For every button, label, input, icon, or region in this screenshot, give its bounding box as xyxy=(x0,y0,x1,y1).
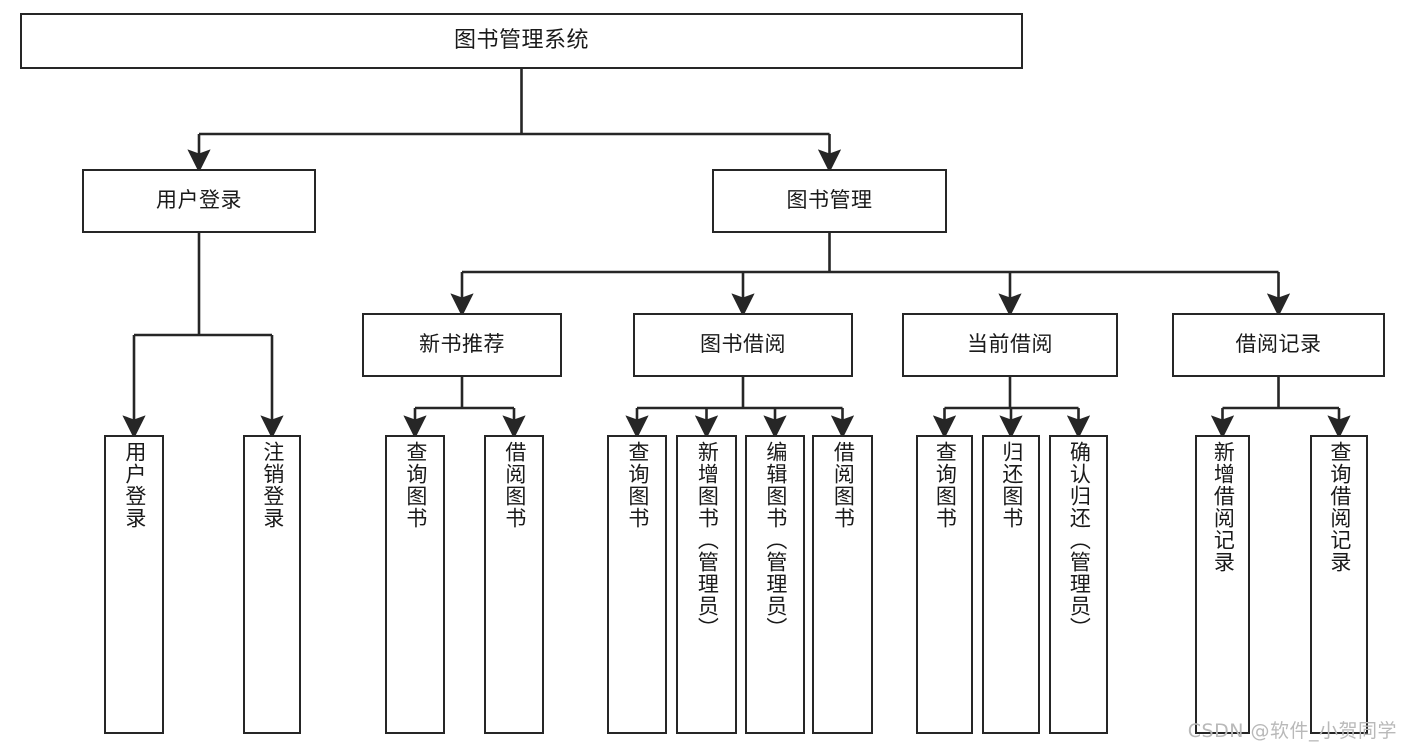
leaf-node-4-label: 查询图书 xyxy=(625,441,650,529)
csdn-watermark: CSDN @软件_小贺同学 xyxy=(1187,720,1397,742)
leaf-node-7-label: 借阅图书 xyxy=(831,441,856,529)
leaf-node-5-label: 新增图书（管理员） xyxy=(695,441,720,639)
leaf-node-5[interactable]: 新增图书（管理员） xyxy=(676,435,737,734)
level3-node-2[interactable]: 当前借阅 xyxy=(902,313,1118,377)
level3-node-3[interactable]: 借阅记录 xyxy=(1172,313,1385,377)
leaf-node-11-label: 新增借阅记录 xyxy=(1211,441,1236,573)
leaf-node-6-label: 编辑图书（管理员） xyxy=(763,441,788,639)
level3-node-0-label: 新书推荐 xyxy=(419,332,505,357)
leaf-node-2[interactable]: 查询图书 xyxy=(385,435,445,734)
level2-node-1[interactable]: 图书管理 xyxy=(712,169,947,233)
leaf-node-12[interactable]: 查询借阅记录 xyxy=(1310,435,1368,734)
leaf-node-6[interactable]: 编辑图书（管理员） xyxy=(745,435,805,734)
leaf-node-0-label: 用户登录 xyxy=(122,441,147,529)
root-node-图书管理系统-label: 图书管理系统 xyxy=(453,27,589,53)
level3-node-1[interactable]: 图书借阅 xyxy=(633,313,853,377)
leaf-node-0[interactable]: 用户登录 xyxy=(104,435,164,734)
level3-node-2-label: 当前借阅 xyxy=(967,332,1053,357)
leaf-node-3-label: 借阅图书 xyxy=(502,441,527,529)
leaf-node-10-label: 确认归还（管理员） xyxy=(1067,441,1092,639)
leaf-node-4[interactable]: 查询图书 xyxy=(607,435,667,734)
level2-node-1-label: 图书管理 xyxy=(786,188,873,213)
level3-node-0[interactable]: 新书推荐 xyxy=(362,313,562,377)
leaf-node-9-label: 归还图书 xyxy=(999,441,1024,529)
leaf-node-8[interactable]: 查询图书 xyxy=(916,435,973,734)
leaf-node-3[interactable]: 借阅图书 xyxy=(484,435,544,734)
leaf-node-2-label: 查询图书 xyxy=(403,441,428,529)
leaf-node-9[interactable]: 归还图书 xyxy=(982,435,1040,734)
leaf-node-1[interactable]: 注销登录 xyxy=(243,435,301,734)
leaf-node-7[interactable]: 借阅图书 xyxy=(812,435,873,734)
leaf-node-10[interactable]: 确认归还（管理员） xyxy=(1049,435,1108,734)
leaf-node-1-label: 注销登录 xyxy=(260,441,285,529)
level2-node-0[interactable]: 用户登录 xyxy=(82,169,316,233)
level3-node-1-label: 图书借阅 xyxy=(700,332,786,357)
leaf-node-8-label: 查询图书 xyxy=(933,441,958,529)
level3-node-3-label: 借阅记录 xyxy=(1235,332,1322,357)
level2-node-0-label: 用户登录 xyxy=(156,188,242,213)
leaf-node-11[interactable]: 新增借阅记录 xyxy=(1195,435,1250,734)
root-node-图书管理系统[interactable]: 图书管理系统 xyxy=(20,13,1023,69)
leaf-node-12-label: 查询借阅记录 xyxy=(1327,441,1352,573)
